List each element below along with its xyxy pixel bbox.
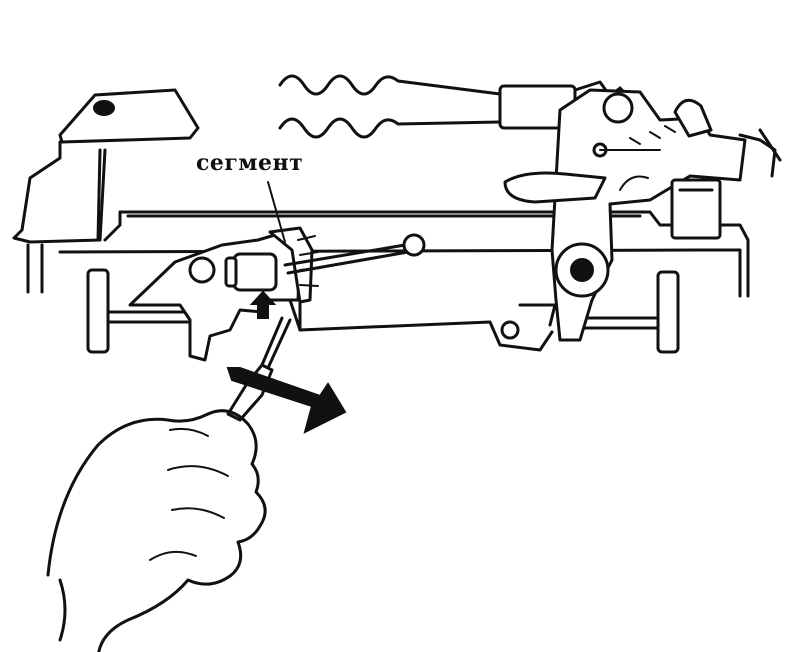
label-leader-line: [267, 181, 286, 243]
right-lever: [503, 88, 782, 342]
direction-arrow: [226, 367, 347, 434]
segment-label: сегмент: [196, 150, 304, 176]
lower-plate: [288, 298, 557, 352]
segment-mechanism: [128, 226, 426, 362]
left-bracket: [12, 88, 200, 294]
hand: [46, 409, 267, 652]
lower-rail: [86, 268, 680, 354]
